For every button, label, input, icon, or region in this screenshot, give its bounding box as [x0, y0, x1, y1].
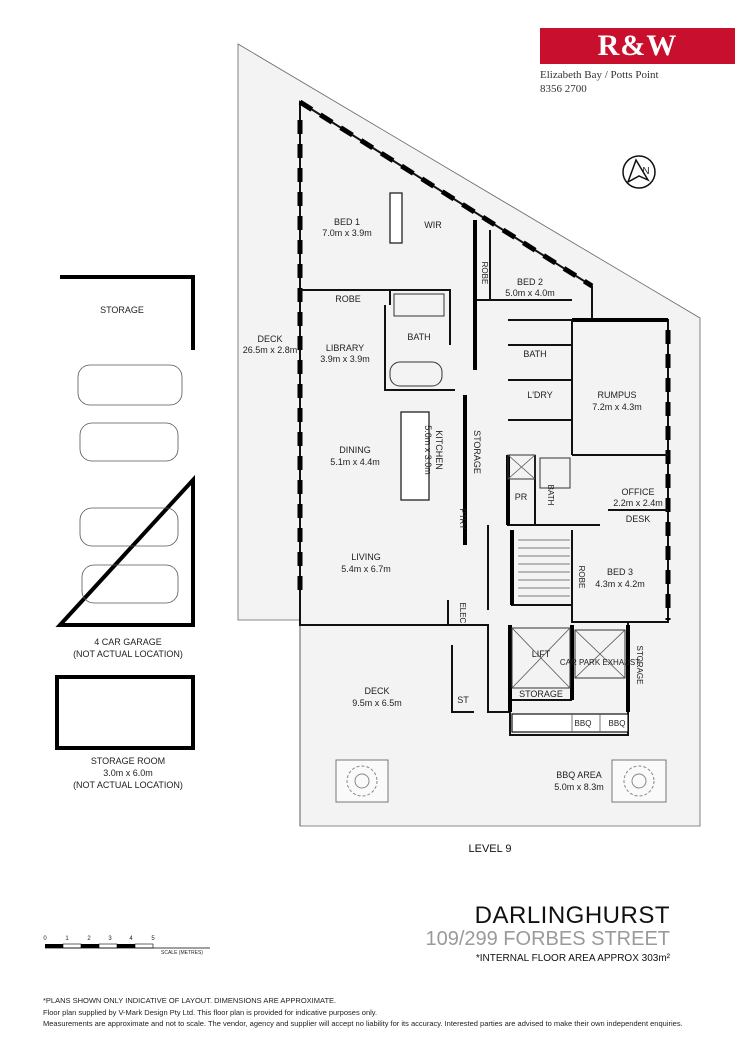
room-robe-vertical-name: ROBE	[480, 262, 489, 285]
scale-tick-3: 3	[108, 936, 112, 942]
room-pr-name: PR	[515, 492, 528, 502]
scale-label: SCALE (METRES)	[161, 950, 203, 956]
room-bath3-name: BATH	[546, 485, 555, 506]
room-st-name: ST	[457, 695, 469, 705]
exhaust-shaft	[574, 629, 626, 679]
disclaimer-line-2: Floor plan supplied by V-Mark Design Pty…	[43, 1008, 378, 1017]
suburb-title: DARLINGHURST	[474, 902, 670, 929]
garage-storage-label: STORAGE	[100, 305, 144, 315]
kitchen-island	[400, 411, 430, 501]
disclaimer-line-3: Measurements are approximate and not to …	[43, 1019, 683, 1028]
room-deck-south-size: 9.5m x 6.5m	[352, 698, 402, 708]
room-living-size: 5.4m x 6.7m	[341, 564, 391, 574]
room-deck-west-name: DECK	[257, 334, 282, 344]
room-bed2-name: BED 2	[517, 277, 543, 287]
room-library-size: 3.9m x 3.9m	[320, 354, 370, 364]
room-rumpus-name: RUMPUS	[597, 390, 636, 400]
room-bed1-size: 7.0m x 3.9m	[322, 228, 372, 238]
room-bed1-name: BED 1	[334, 217, 360, 227]
room-deck-west-size: 26.5m x 2.8m	[243, 345, 298, 355]
room-storage-right-name: STORAGE	[635, 646, 644, 685]
room-bath1-name: BATH	[407, 332, 430, 342]
storage-room-note: (NOT ACTUAL LOCATION)	[73, 780, 183, 790]
room-storage-lift-name: STORAGE	[519, 689, 563, 699]
room-ldry-name: L'DRY	[527, 390, 553, 400]
room-bed3-name: BED 3	[607, 567, 633, 577]
wardrobe-bench	[389, 192, 403, 244]
room-robe-top-name: ROBE	[335, 294, 361, 304]
room-bbq-area-size: 5.0m x 8.3m	[554, 782, 604, 792]
scale-bar: 0 1 2 3 4 5 SCALE (METRES)	[43, 936, 210, 956]
agency-details: Elizabeth Bay / Potts Point 8356 2700	[540, 68, 659, 96]
agency-phone: 8356 2700	[540, 83, 587, 95]
scale-tick-4: 4	[129, 936, 133, 942]
garage: STORAGE 4 CAR GARAGE (NOT ACTUAL LOCATIO…	[55, 275, 195, 659]
room-bbq1-name: BBQ	[575, 719, 592, 728]
storage-room: STORAGE ROOM 3.0m x 6.0m (NOT ACTUAL LOC…	[55, 675, 195, 790]
agency-office: Elizabeth Bay / Potts Point	[540, 69, 659, 81]
storage-room-name: STORAGE ROOM	[91, 756, 165, 766]
plant-pot-icon-2	[611, 759, 667, 803]
compass-icon: N	[622, 155, 656, 189]
room-rumpus-size: 7.2m x 4.3m	[592, 402, 642, 412]
room-library-name: LIBRARY	[326, 343, 364, 353]
room-elec-name: ELEC.	[458, 602, 467, 625]
disclaimer-line-1: *PLANS SHOWN ONLY INDICATIVE OF LAYOUT. …	[43, 996, 337, 1005]
room-bbq-area-name: BBQ AREA	[556, 770, 602, 780]
room-bbq2-name: BBQ	[609, 719, 626, 728]
room-bath2-name: BATH	[523, 349, 546, 359]
scale-tick-5: 5	[151, 936, 155, 942]
stairs	[518, 539, 570, 597]
room-storage-hall-name: STORAGE	[472, 430, 482, 474]
room-ptry-name: PTRY	[458, 508, 467, 530]
room-car-park-exhaust-name: CAR PARK EXHAUST	[560, 658, 640, 667]
room-wir-name: WIR	[424, 220, 442, 230]
room-bed3-size: 4.3m x 4.2m	[595, 579, 645, 589]
plant-pot-icon	[335, 759, 389, 803]
lift-shaft	[511, 627, 571, 689]
room-office-size: 2.2m x 2.4m	[613, 498, 663, 508]
scale-tick-2: 2	[87, 936, 91, 942]
shower-icon	[393, 293, 445, 317]
room-bed2-size: 5.0m x 4.0m	[505, 288, 555, 298]
street-address: 109/299 FORBES STREET	[425, 928, 670, 950]
room-robe-bed3-name: ROBE	[577, 566, 586, 589]
bathtub-icon	[389, 361, 443, 387]
shower-icon-2	[539, 457, 571, 489]
bbq-bench	[511, 713, 629, 733]
room-desk-name: DESK	[626, 514, 651, 524]
room-deck-south-name: DECK	[364, 686, 389, 696]
room-kitchen-name: KITCHEN	[434, 430, 444, 470]
compass-letter: N	[642, 166, 649, 177]
room-living-name: LIVING	[351, 552, 381, 562]
level-label: LEVEL 9	[468, 843, 512, 855]
scale-tick-0: 0	[43, 936, 47, 942]
scale-tick-1: 1	[65, 936, 69, 942]
garage-note: (NOT ACTUAL LOCATION)	[73, 649, 183, 659]
room-office-name: OFFICE	[622, 487, 655, 497]
car-icon	[77, 364, 183, 604]
agency-logo: R&W	[540, 28, 735, 64]
room-dining-size: 5.1m x 4.4m	[330, 457, 380, 467]
storage-room-size: 3.0m x 6.0m	[103, 768, 153, 778]
room-dining-name: DINING	[339, 445, 371, 455]
garage-name: 4 CAR GARAGE	[94, 637, 162, 647]
floor-area-note: *INTERNAL FLOOR AREA APPROX 303m²	[475, 953, 670, 964]
room-lift-name: LIFT	[532, 649, 551, 659]
room-kitchen-size: 5.0m x 3.0m	[423, 425, 433, 475]
